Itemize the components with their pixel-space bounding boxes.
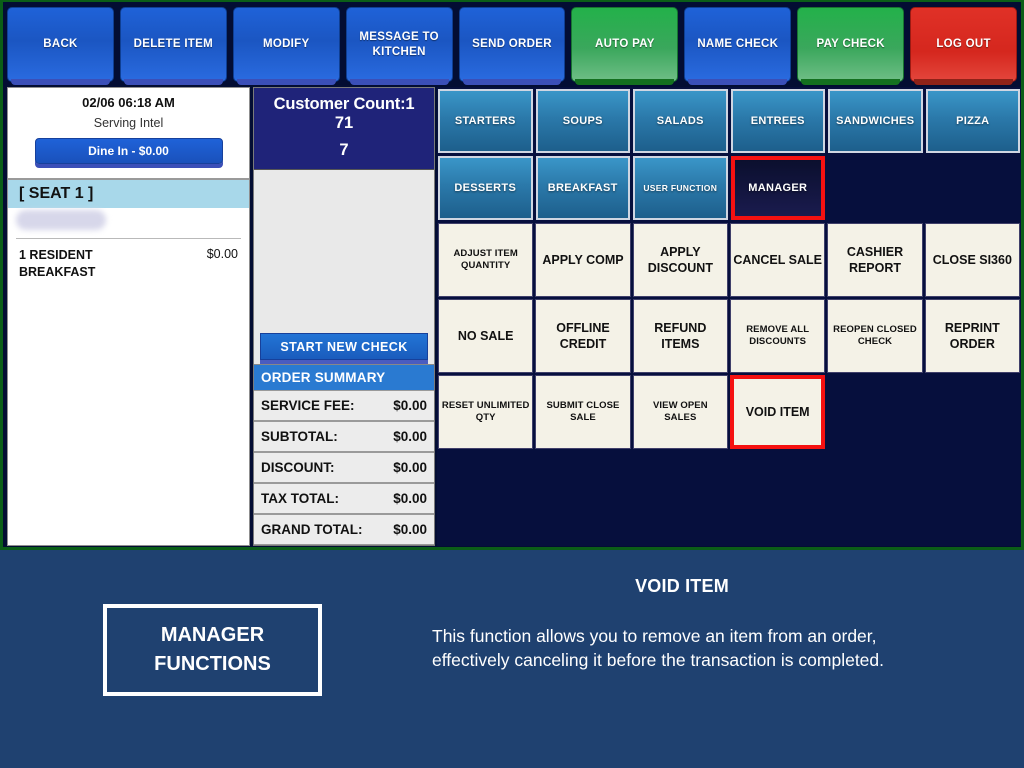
function-button-cancel-sale[interactable]: CANCEL SALE [730,223,826,297]
redacted-text-block [16,210,106,230]
toolbar-button-send-order[interactable]: SEND ORDER [458,7,566,85]
toolbar-button-log-out[interactable]: LOG OUT [910,7,1018,85]
summary-row-value: $0.00 [393,491,427,506]
check-panel: 02/06 06:18 AM Serving Intel Dine In - $… [7,87,250,546]
category-tab-entrees[interactable]: ENTREES [730,89,825,153]
order-line-item[interactable]: 1 RESIDENT BREAKFAST $0.00 [8,239,249,281]
function-button-adjust-item-quantity[interactable]: ADJUST ITEM QUANTITY [438,223,534,297]
category-tab-sandwiches[interactable]: SANDWICHES [828,89,923,153]
function-button-cashier-report[interactable]: CASHIER REPORT [827,223,923,297]
function-button-submit-close-sale[interactable]: SUBMIT CLOSE SALE [535,375,631,449]
category-tab-salads[interactable]: SALADS [633,89,728,153]
toolbar-button-name-check[interactable]: NAME CHECK [684,7,792,85]
toolbar-button-pay-check[interactable]: PAY CHECK [797,7,905,85]
customer-count-line-1: Customer Count:1 [273,95,415,113]
caption-body: This function allows you to remove an it… [432,626,885,671]
function-button-reopen-closed-check[interactable]: REOPEN CLOSED CHECK [827,299,923,373]
toolbar-button-back[interactable]: BACK [7,7,114,85]
summary-row-label: TAX TOTAL: [261,491,339,506]
category-tab-soups[interactable]: SOUPS [535,89,630,153]
summary-row: SUBTOTAL: $0.00 [254,421,434,452]
summary-row-value: $0.00 [393,398,427,413]
summary-empty-space [254,170,434,333]
function-button-refund-items[interactable]: REFUND ITEMS [632,299,728,373]
summary-row-label: GRAND TOTAL: [261,522,363,537]
order-line-item-price: $0.00 [206,247,238,261]
seat-header[interactable]: [ SEAT 1 ] [8,178,249,208]
category-tab-pizza[interactable]: PIZZA [925,89,1020,153]
category-tab-desserts[interactable]: DESSERTS [438,156,533,220]
category-tab-starters[interactable]: STARTERS [438,89,533,153]
function-button-reprint-order[interactable]: REPRINT ORDER [924,299,1020,373]
serving-label: Serving Intel [93,116,164,130]
badge-line-1: MANAGER [160,624,265,646]
summary-row: SERVICE FEE: $0.00 [254,390,434,421]
summary-row-value: $0.00 [393,522,427,537]
function-button-apply-comp[interactable]: APPLY COMP [535,223,631,297]
customer-count-line-2: 71 [334,114,354,132]
function-button-apply-discount[interactable]: APPLY DISCOUNT [632,223,728,297]
toolbar-button-delete-item[interactable]: DELETE ITEM [119,7,227,85]
category-tab-breakfast[interactable]: BREAKFAST [535,156,630,220]
manager-functions-badge: MANAGER FUNCTIONS [103,604,322,696]
caption-title: VOID ITEM [635,576,729,596]
badge-line-2: FUNCTIONS [154,653,271,675]
function-button-reset-unlimited-qty[interactable]: RESET UNLIMITED QTY [438,375,534,449]
function-button-close-si360[interactable]: CLOSE SI360 [924,223,1020,297]
function-button-remove-all-discounts[interactable]: REMOVE ALL DISCOUNTS [730,299,826,373]
summary-row: TAX TOTAL: $0.00 [254,483,434,514]
summary-row-label: DISCOUNT: [261,460,335,475]
summary-row-value: $0.00 [393,460,427,475]
summary-panel: Customer Count:1 71 7 START NEW CHECK OR… [253,87,435,546]
summary-row: DISCOUNT: $0.00 [254,452,434,483]
category-tab-empty [926,156,1021,220]
summary-row: GRAND TOTAL: $0.00 [254,514,434,545]
start-new-check-button[interactable]: START NEW CHECK [260,333,428,360]
toolbar-button-auto-pay[interactable]: AUTO PAY [571,7,679,85]
order-line-item-name: 1 RESIDENT BREAKFAST [19,248,96,279]
category-tab-manager[interactable]: MANAGER [730,156,825,220]
caption-area: MANAGER FUNCTIONS VOID ITEM This functio… [0,550,1024,768]
summary-row-label: SERVICE FEE: [261,398,355,413]
function-button-offline-credit[interactable]: OFFLINE CREDIT [535,299,631,373]
item-divider [16,238,241,239]
check-timestamp: 02/06 06:18 AM [82,95,175,110]
customer-count-line-3: 7 [339,141,349,159]
toolbar-button-message-to-kitchen[interactable]: MESSAGE TO KITCHEN [345,7,453,85]
category-tab-user-function[interactable]: USER FUNCTION [633,156,728,220]
customer-count-box: Customer Count:1 71 7 [254,88,434,170]
function-button-no-sale[interactable]: NO SALE [438,299,534,373]
summary-row-value: $0.00 [393,429,427,444]
order-summary-header: ORDER SUMMARY [254,364,434,390]
function-button-view-open-sales[interactable]: VIEW OPEN SALES [632,375,728,449]
function-button-empty [827,375,922,449]
toolbar-button-modify[interactable]: MODIFY [232,7,340,85]
dine-in-button[interactable]: Dine In - $0.00 [34,138,223,164]
function-button-void-item[interactable]: VOID ITEM [730,375,826,449]
summary-row-label: SUBTOTAL: [261,429,338,444]
category-tab-empty [828,156,923,220]
function-button-empty [925,375,1020,449]
